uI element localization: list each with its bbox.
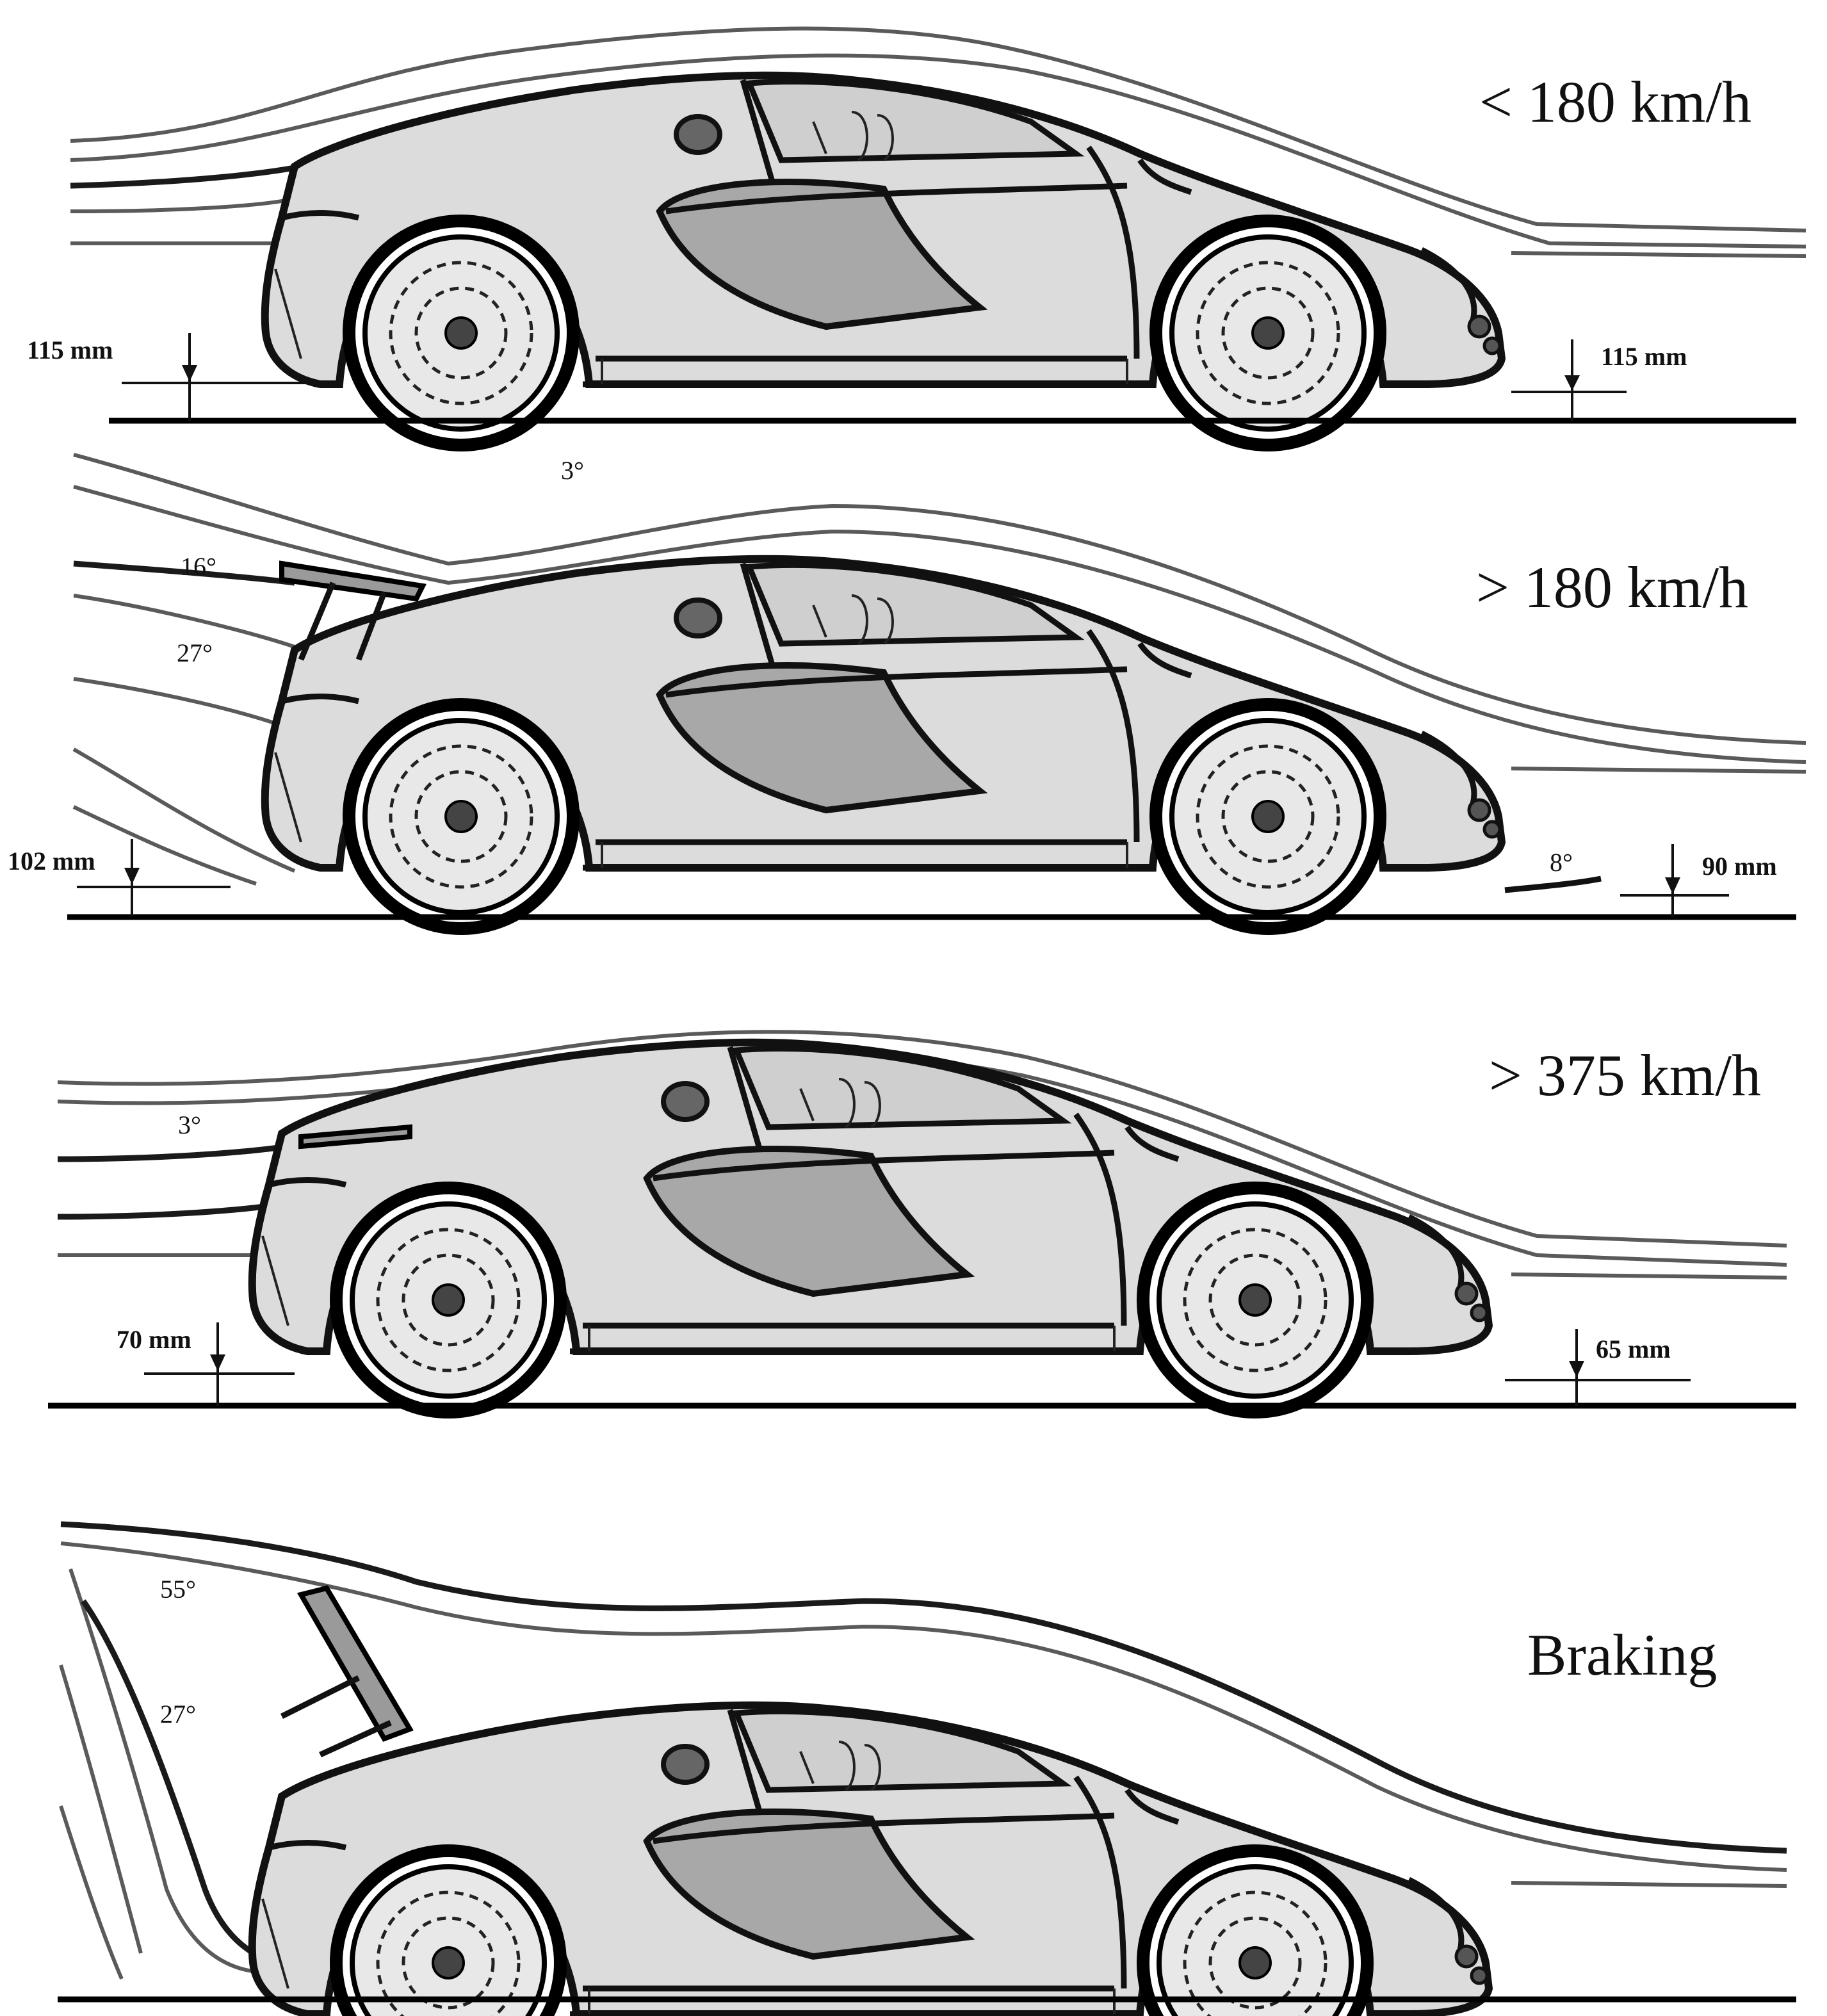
speed-label: > 180 km/h <box>1476 555 1748 620</box>
flap-angle-label: 27° <box>177 638 213 667</box>
front-ride-height-marker <box>1620 844 1729 917</box>
rear-ride-height-marker <box>77 839 231 917</box>
panel-above-180: > 180 km/h 102 mm 90 mm 3° 16° 27° 8° <box>8 453 1807 929</box>
car-side-view <box>252 1705 1489 2016</box>
front-ride-height-label: 115 mm <box>1601 342 1687 371</box>
car-side-view <box>265 76 1502 445</box>
speed-label: Braking <box>1527 1622 1717 1687</box>
wing-angle-label: 16° <box>181 552 216 581</box>
rear-ride-height-marker <box>122 333 314 421</box>
panel-braking: Braking 55° 27° <box>58 1521 1796 2016</box>
airbrake-angle-label: 55° <box>160 1575 196 1604</box>
front-ride-height-marker <box>1505 1329 1691 1406</box>
front-ride-height-marker <box>1511 339 1627 421</box>
rear-wing-low <box>298 1124 412 1150</box>
rear-wing-raised <box>279 560 427 661</box>
flap-angle-label: 27° <box>160 1700 196 1728</box>
streamlines <box>59 1521 1787 1980</box>
panel-above-375: > 375 km/h 70 mm 65 mm 3° <box>48 1030 1796 1412</box>
car-side-view <box>252 1043 1489 1412</box>
streamlines <box>72 453 1807 886</box>
rear-ride-height-marker <box>144 1322 295 1406</box>
rear-ride-height-label: 102 mm <box>8 847 95 875</box>
roof-angle-label: 3° <box>561 456 584 485</box>
splitter-angle-label: 8° <box>1550 848 1573 877</box>
front-splitter-lip <box>1504 875 1602 893</box>
speed-label: < 180 km/h <box>1479 69 1751 134</box>
car-side-view <box>265 559 1502 929</box>
panel-below-180: < 180 km/h 115 mm 115 mm <box>27 26 1807 445</box>
speed-label: > 375 km/h <box>1489 1043 1761 1108</box>
front-ride-height-label: 90 mm <box>1702 852 1777 881</box>
front-ride-height-label: 65 mm <box>1596 1335 1671 1363</box>
wing-angle-label: 3° <box>178 1110 201 1139</box>
rear-ride-height-label: 70 mm <box>117 1325 191 1354</box>
rear-wing-airbrake <box>280 1585 414 1758</box>
streamlines <box>70 26 1807 258</box>
rear-ride-height-label: 115 mm <box>27 336 113 364</box>
